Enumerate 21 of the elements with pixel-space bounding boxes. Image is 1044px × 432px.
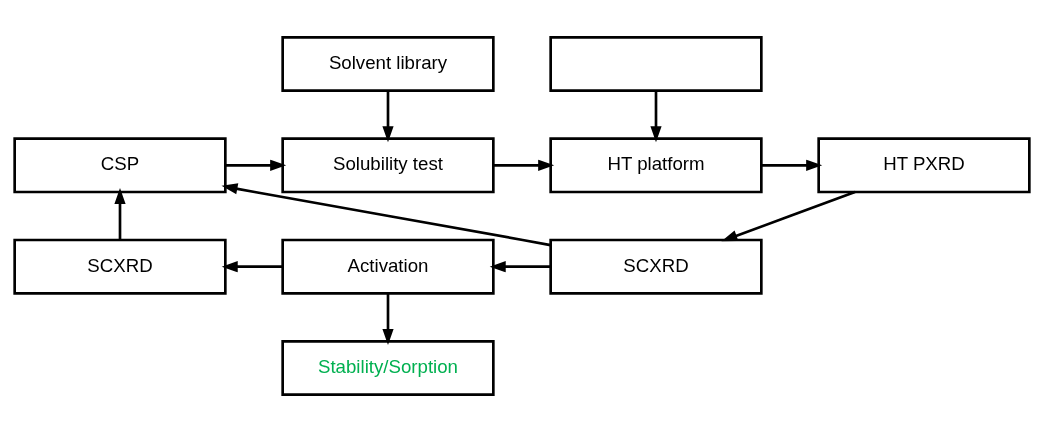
arrow: [221, 261, 283, 273]
node-box: SCXRD: [549, 238, 763, 295]
arrow: [221, 183, 551, 247]
node-box: Stability/Sorption: [281, 340, 495, 396]
node-box: HT PXRD: [817, 137, 1031, 194]
node-box: Solvent library: [281, 36, 495, 92]
node-box: HT platform: [549, 137, 763, 194]
arrow: [114, 188, 126, 240]
arrow: [382, 293, 394, 346]
arrow: [493, 159, 555, 171]
arrow: [721, 190, 856, 242]
arrow: [382, 90, 394, 143]
node-box: Solubility test: [281, 137, 495, 194]
arrow: [650, 90, 662, 143]
node-box: CSP: [13, 137, 227, 194]
node-box: [549, 36, 763, 92]
arrow: [225, 159, 287, 171]
node-box: Activation: [281, 238, 495, 295]
arrow: [761, 159, 823, 171]
arrow: [489, 261, 551, 273]
node-box: SCXRD: [13, 238, 227, 295]
